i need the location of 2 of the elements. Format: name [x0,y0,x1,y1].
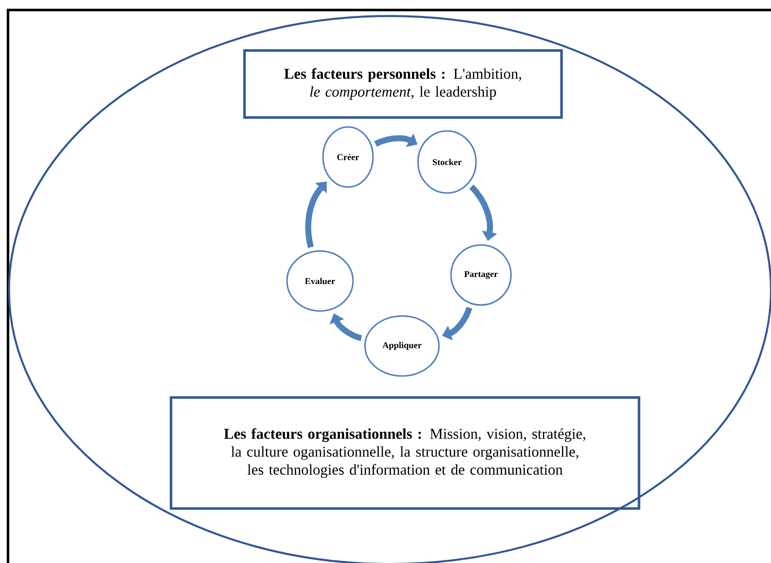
text-box: Les facteurs personnels : L'ambition, le comportement, le leadership [243,49,563,119]
text-box: Les facteurs organisationnels : Mission, vision, stratégie, la culture oganisationnelle, la structure organisationnelle, les technologies d'information et de communication [170,396,640,510]
